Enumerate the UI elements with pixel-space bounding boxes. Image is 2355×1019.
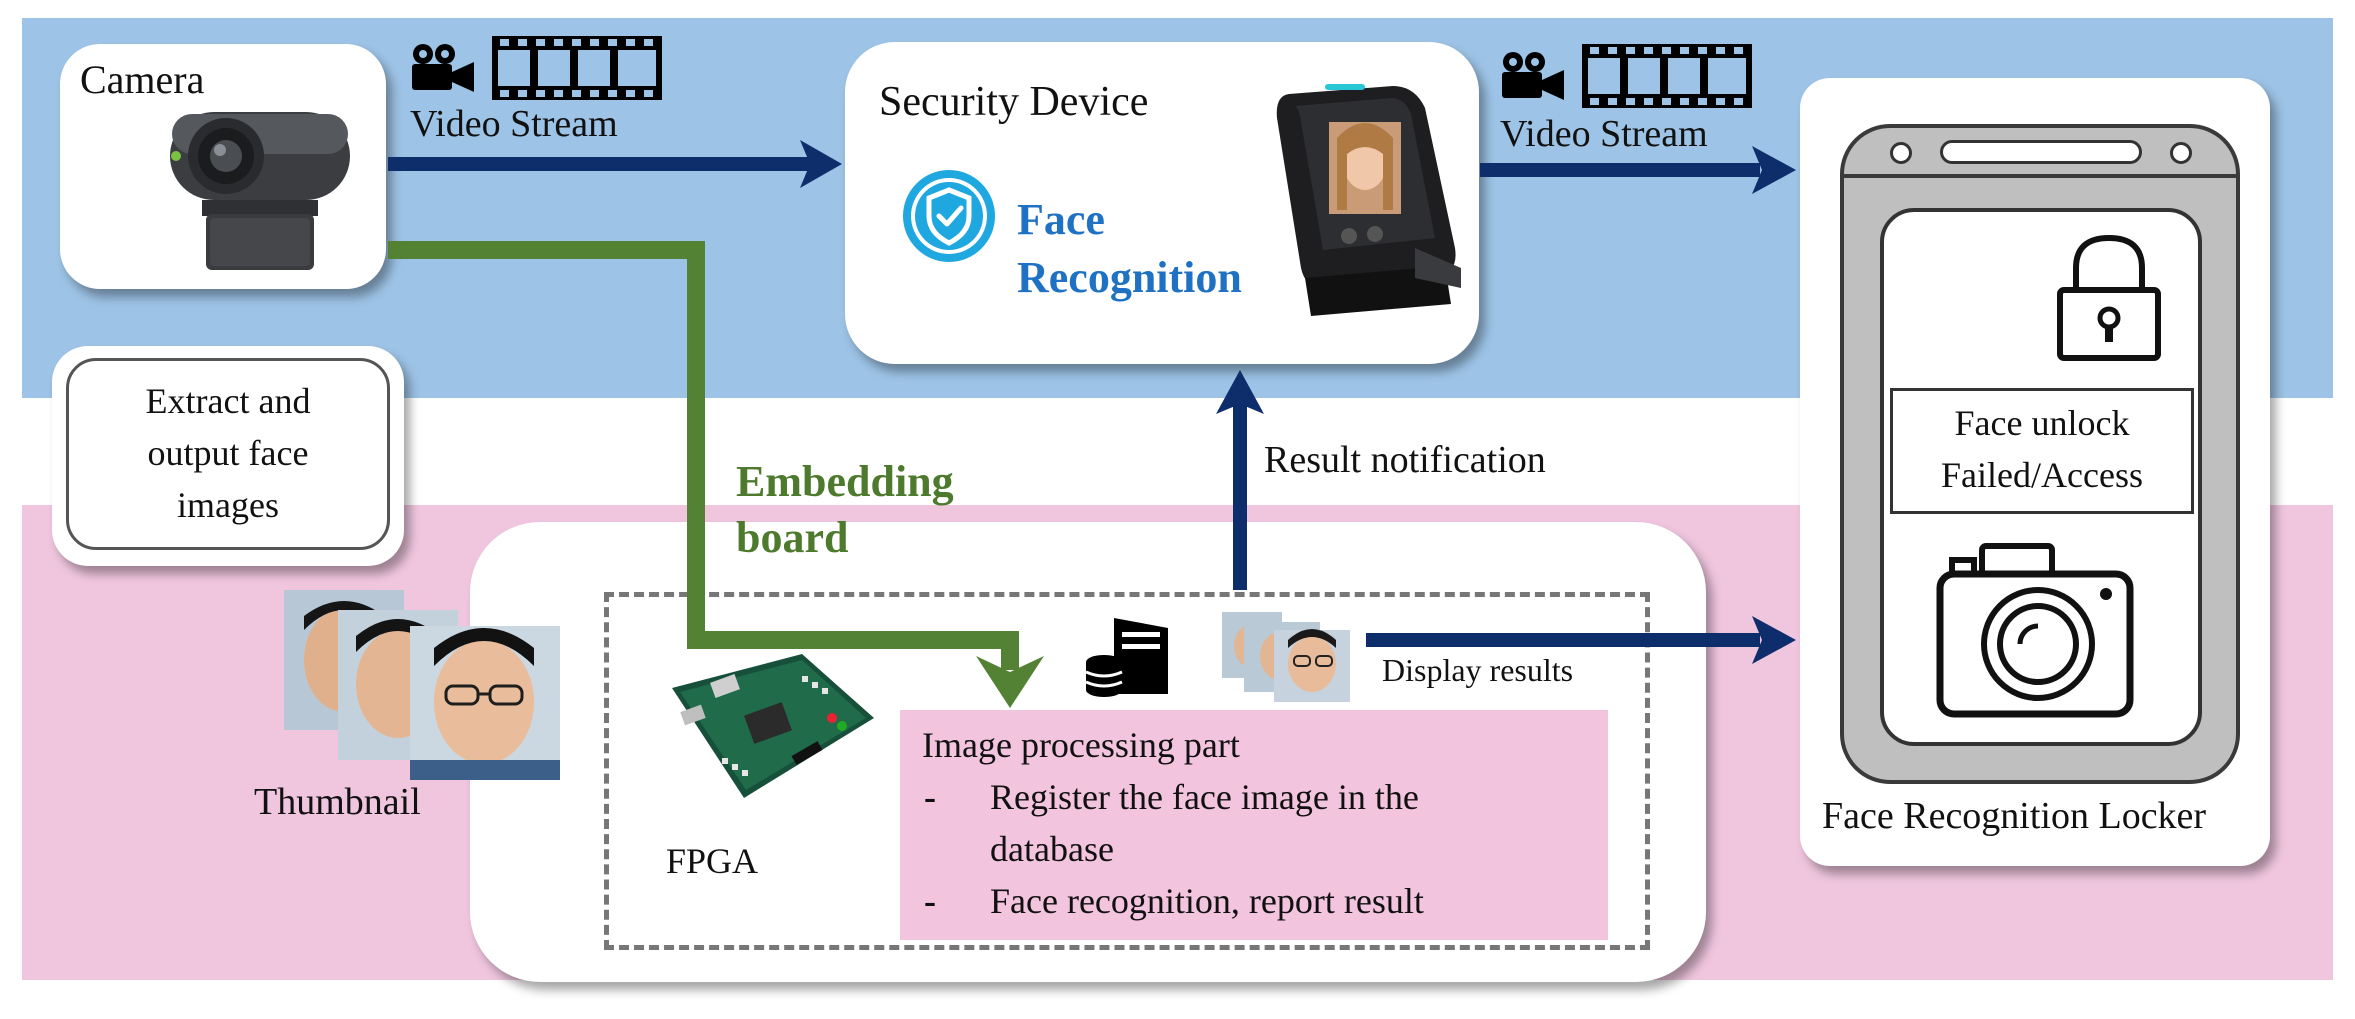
thumbnail-faces [284, 590, 560, 780]
display-results-label: Display results [1382, 652, 1574, 688]
extract-line2: output face [147, 433, 309, 473]
item1-line1: Register the face image in the [990, 777, 1419, 817]
image-processing-panel: Image processing part - Register the fac… [900, 710, 1608, 940]
fpga-board-icon [672, 654, 874, 798]
arrowhead-camera-to-board [976, 656, 1044, 708]
face-terminal-device-icon [1276, 84, 1461, 316]
phone-screen: Face unlock Failed/Access [1880, 208, 2202, 746]
embedding-board-line1: Embedding [736, 457, 954, 506]
arrowhead-result-notification [1216, 370, 1264, 414]
film-strip-icon-right [1582, 44, 1752, 108]
bullet-1: - [924, 777, 936, 817]
shield-check-icon [903, 170, 995, 262]
locker-status-line2: Failed/Access [1941, 455, 2143, 495]
image-processing-title: Image processing part [922, 725, 1240, 765]
item2: Face recognition, report result [990, 881, 1424, 921]
server-icon [1085, 618, 1168, 697]
fpga-label: FPGA [666, 841, 759, 881]
extract-line1: Extract and [145, 381, 311, 421]
locker-phone-body: Face unlock Failed/Access [1840, 124, 2240, 784]
phone-top-line [1844, 174, 2236, 178]
phone-camera-dot-right [2170, 142, 2192, 164]
video-stream-left-label: Video Stream [410, 103, 618, 145]
webcam-icon [170, 112, 350, 270]
extract-card: Extract and output face images [52, 346, 404, 566]
phone-speaker [1940, 140, 2142, 164]
thumbnail-label: Thumbnail [254, 781, 421, 823]
film-strip-icon [492, 36, 662, 100]
arrowhead-camera-to-security [800, 140, 842, 188]
phone-camera-dot-left [1890, 142, 1912, 164]
video-stream-right-label: Video Stream [1500, 113, 1708, 155]
extract-line3: images [177, 485, 279, 525]
movie-camera-icon [412, 44, 474, 92]
arrow-camera-to-board [388, 241, 1019, 670]
locker-status-line1: Face unlock [1954, 403, 2130, 443]
face-recognition-line2: Recognition [1017, 253, 1242, 302]
item1-line2: database [990, 829, 1114, 869]
security-device-title: Security Device [879, 79, 1149, 125]
bullet-2: - [924, 881, 936, 921]
face-thumbnails-small [1222, 612, 1350, 702]
photo-camera-icon [1936, 543, 2134, 718]
arrowhead-security-to-locker [1752, 146, 1796, 194]
board-dashed-region [604, 592, 1650, 950]
embedding-board-line2: board [736, 513, 849, 562]
movie-camera-icon-right [1502, 52, 1564, 100]
locker-label: Face Recognition Locker [1822, 795, 2207, 837]
camera-label: Camera [80, 57, 205, 102]
locker-status-box: Face unlock Failed/Access [1890, 388, 2194, 514]
locker-card: Face unlock Failed/Access Face Recogniti… [1800, 78, 2270, 866]
padlock-icon [2057, 234, 2161, 361]
extract-inner-box: Extract and output face images [66, 358, 390, 550]
face-recognition-line1: Face [1017, 195, 1105, 244]
result-notification-label: Result notification [1264, 439, 1546, 481]
security-device-card: Security Device Face Recognition [845, 42, 1479, 364]
arrowhead-display-to-locker [1752, 616, 1796, 664]
camera-card: Camera [60, 44, 386, 289]
